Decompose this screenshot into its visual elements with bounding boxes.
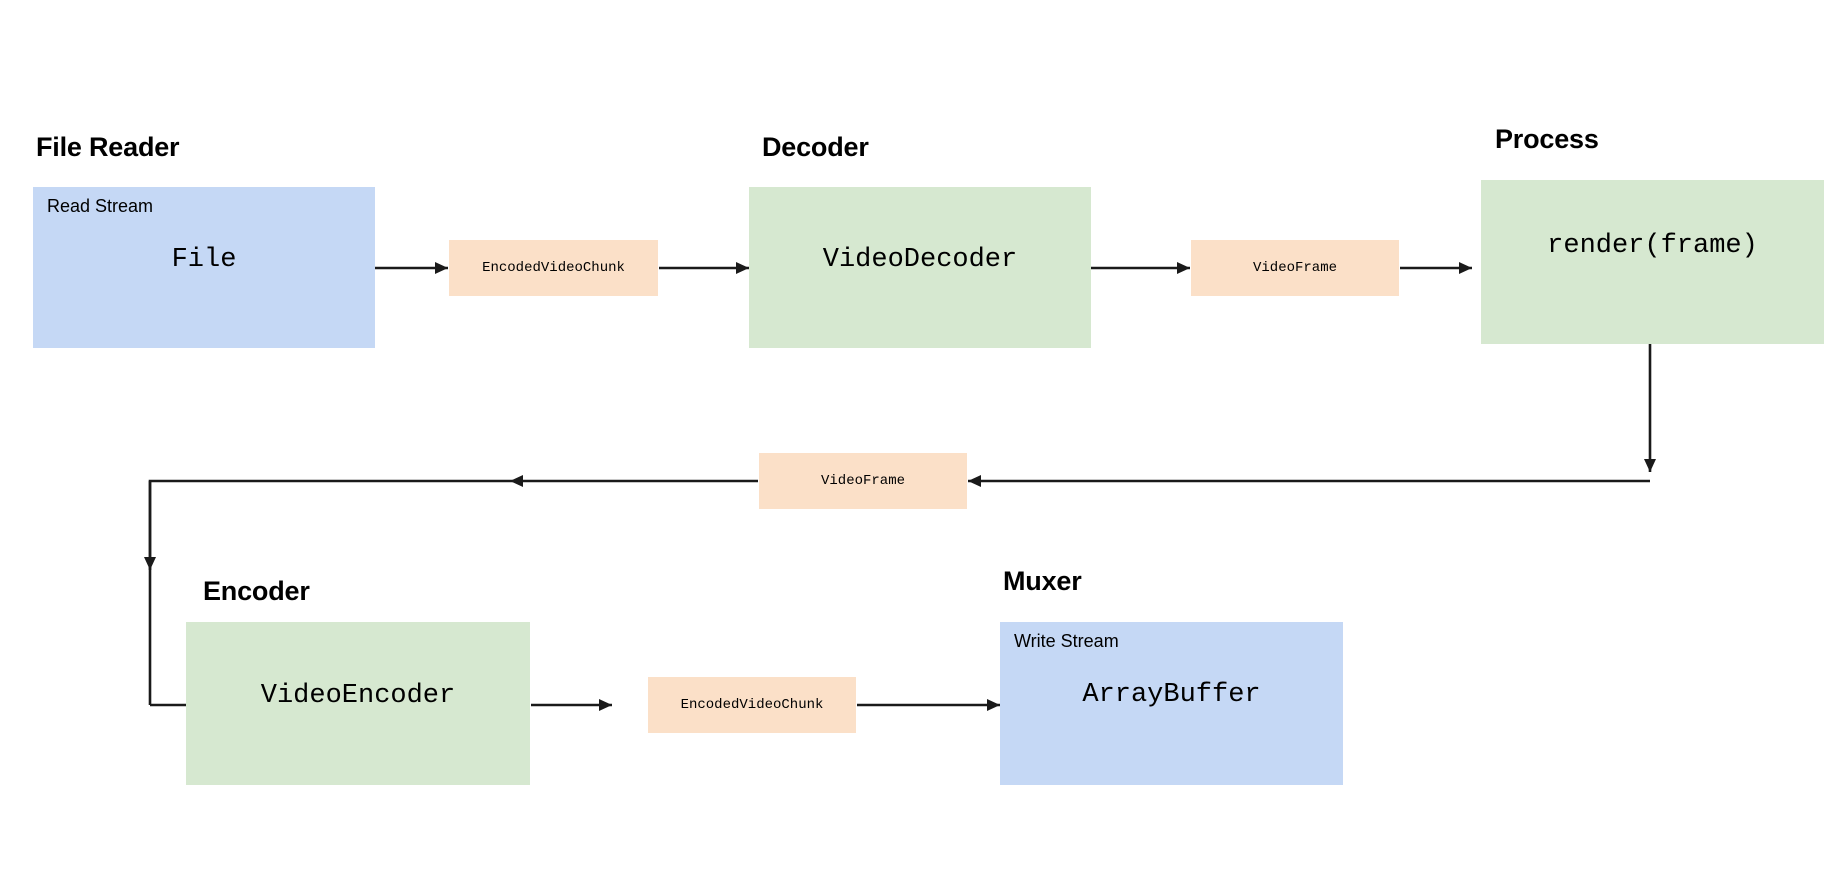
node-video-decoder[interactable]: VideoDecoder: [749, 187, 1091, 348]
node-render-frame-label: render(frame): [1547, 231, 1758, 261]
node-video-encoder-label: VideoEncoder: [260, 681, 456, 711]
node-file-label: File: [171, 245, 237, 275]
group-title-encoder: Encoder: [203, 576, 310, 606]
chip-video-frame-1[interactable]: VideoFrame: [1191, 240, 1399, 296]
node-file[interactable]: Read Stream File: [33, 187, 375, 348]
chip-encoded-video-chunk-1[interactable]: EncodedVideoChunk: [449, 240, 658, 296]
node-file-sublabel: Read Stream: [47, 196, 154, 216]
node-array-buffer-sublabel: Write Stream: [1014, 631, 1119, 651]
group-title-muxer: Muxer: [1003, 566, 1082, 596]
node-video-encoder[interactable]: VideoEncoder: [186, 622, 530, 785]
group-title-decoder: Decoder: [762, 132, 869, 162]
chip-video-frame-2[interactable]: VideoFrame: [759, 453, 967, 509]
group-title-file-reader: File Reader: [36, 132, 180, 162]
group-title-process: Process: [1495, 124, 1599, 154]
chip-encoded-video-chunk-2[interactable]: EncodedVideoChunk: [648, 677, 856, 733]
node-video-decoder-label: VideoDecoder: [822, 245, 1018, 275]
node-render-frame[interactable]: render(frame): [1481, 180, 1824, 344]
node-array-buffer-label: ArrayBuffer: [1082, 680, 1261, 710]
node-array-buffer[interactable]: Write Stream ArrayBuffer: [1000, 622, 1343, 785]
